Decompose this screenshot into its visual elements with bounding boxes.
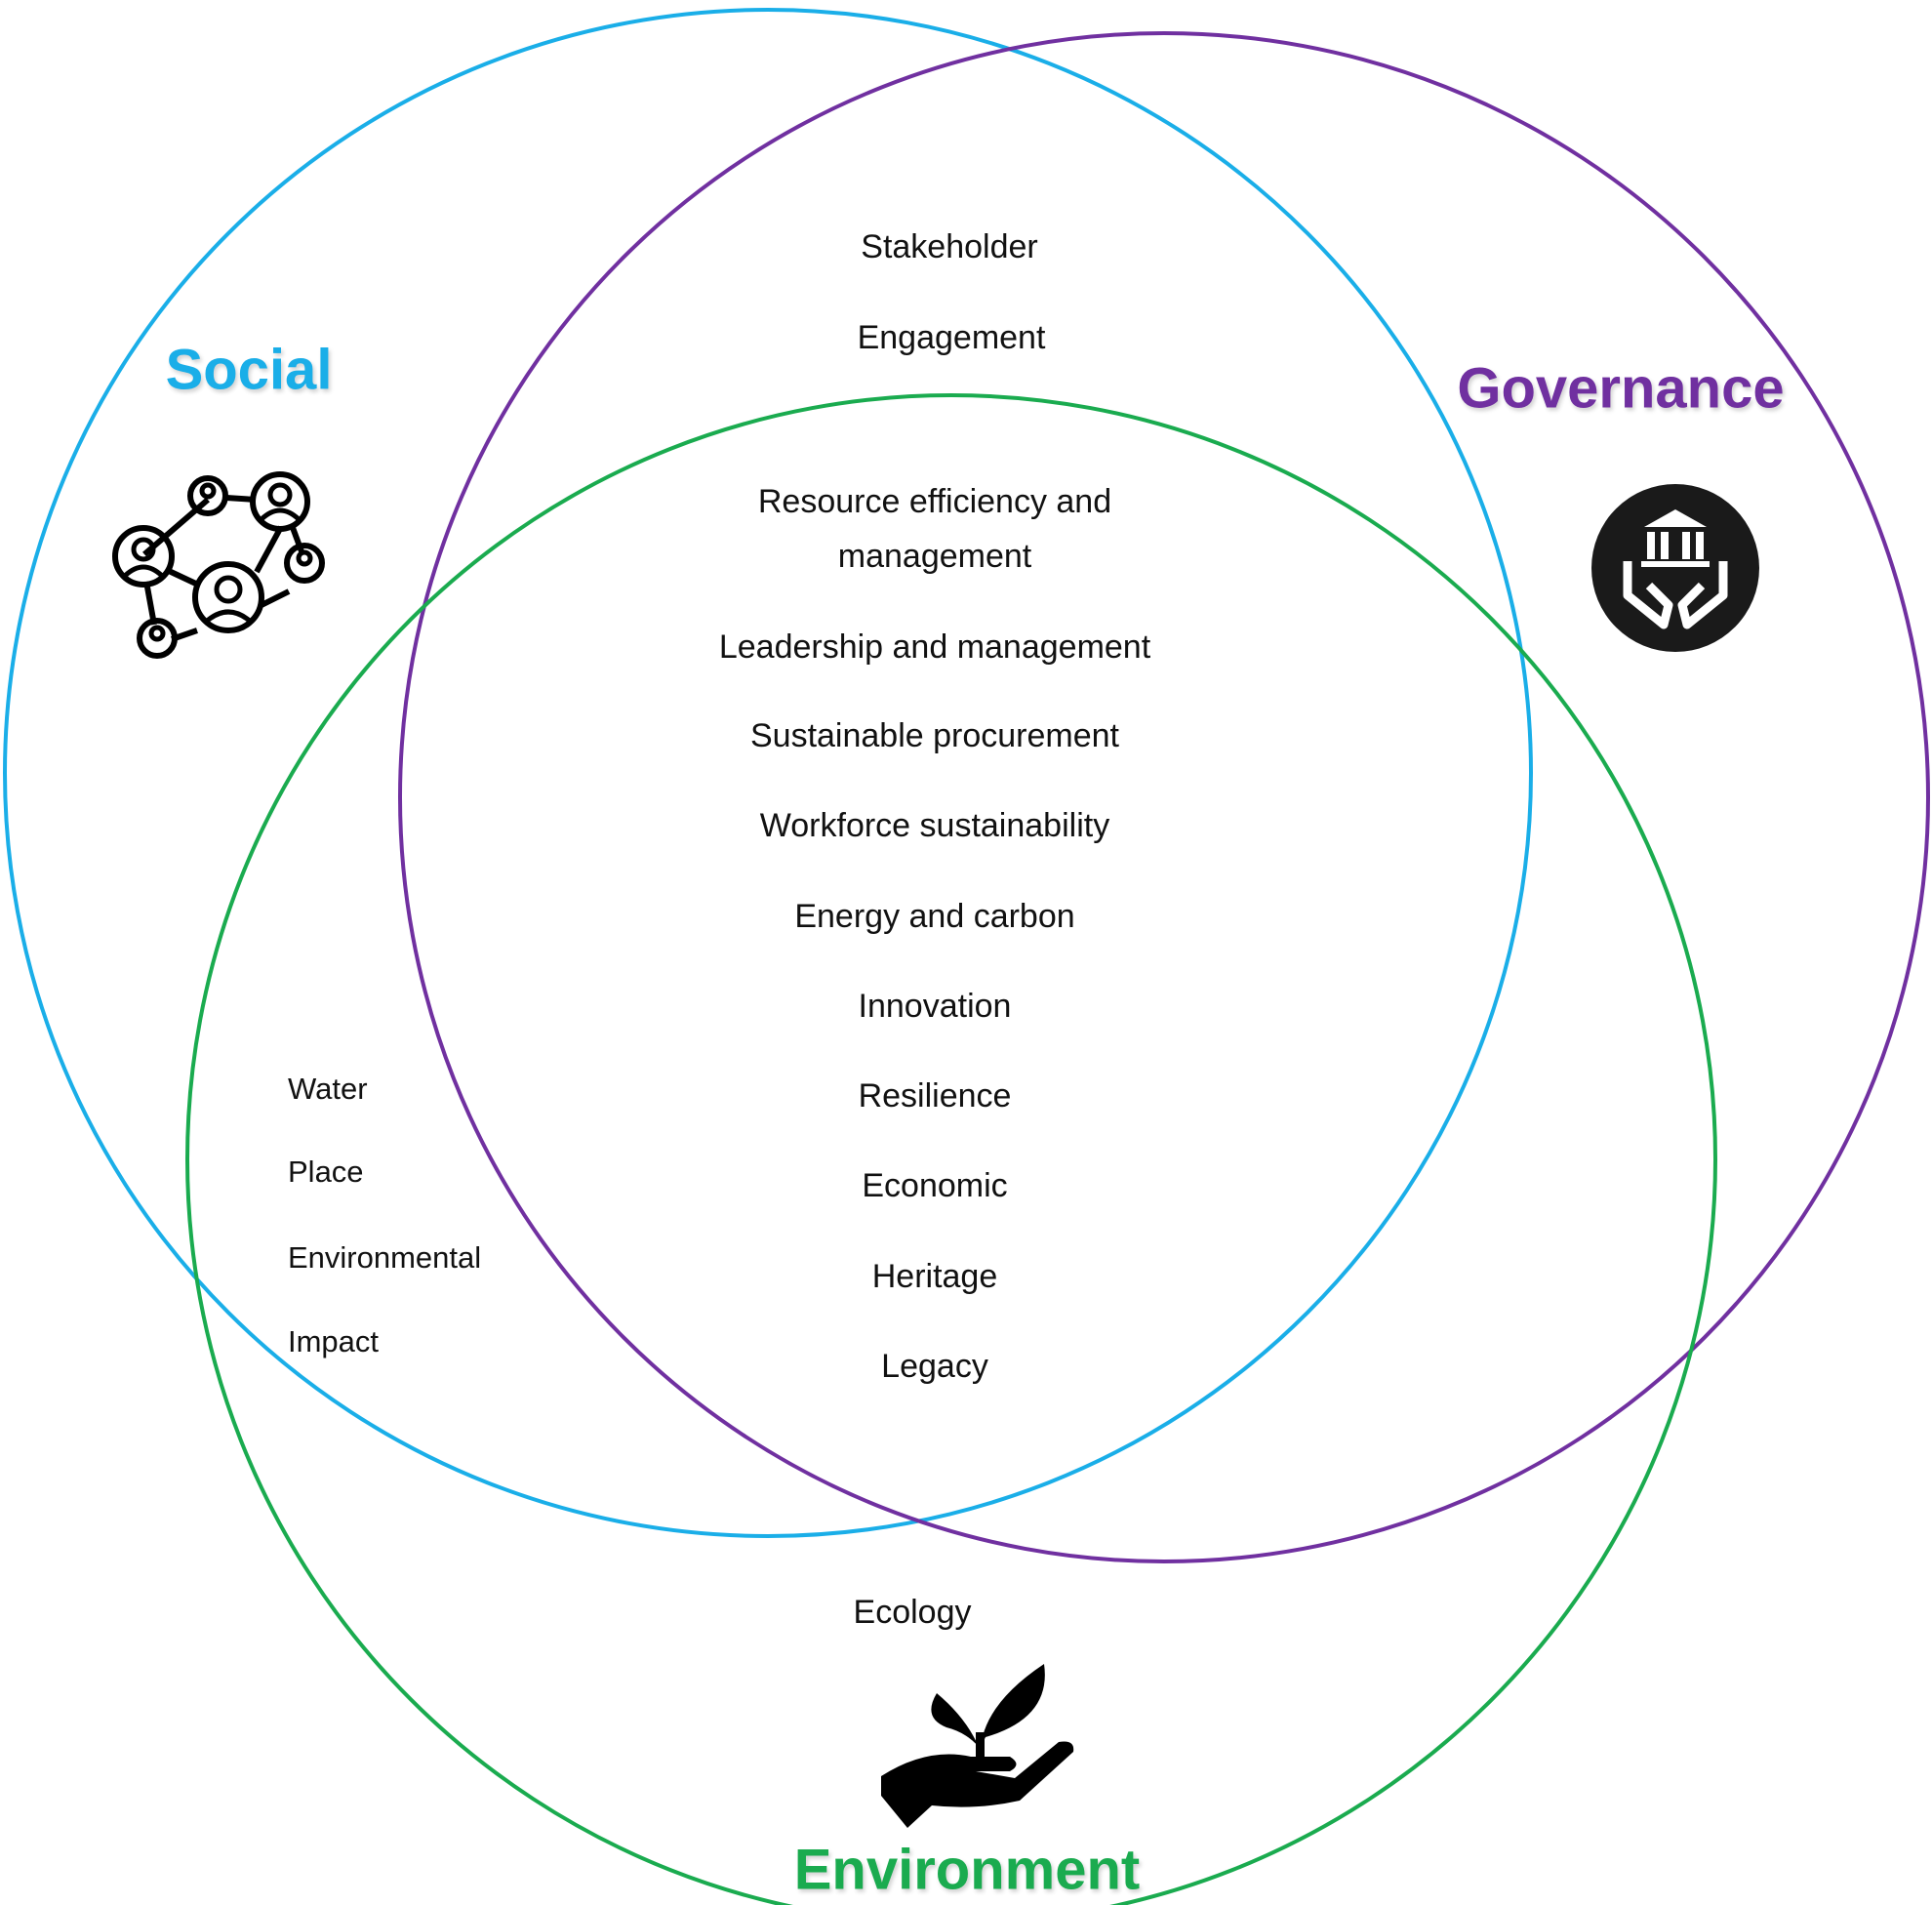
item-water: Water bbox=[288, 1072, 368, 1106]
institution-hands-icon bbox=[1591, 484, 1759, 652]
item-leadership: Leadership and management bbox=[718, 628, 1151, 666]
item-procurement: Sustainable procurement bbox=[749, 716, 1120, 754]
item-ecology: Ecology bbox=[853, 1593, 972, 1631]
environment-heading: Environment bbox=[793, 1838, 1141, 1902]
item-resource-efficiency: Resource efficiency and bbox=[757, 482, 1112, 520]
item-impact: Impact bbox=[288, 1324, 380, 1358]
item-engagement: Engagement bbox=[857, 318, 1046, 356]
environment-circle bbox=[185, 393, 1717, 1905]
item-legacy: Legacy bbox=[881, 1347, 988, 1385]
plant-in-hand-icon bbox=[881, 1664, 1074, 1828]
item-heritage: Heritage bbox=[871, 1257, 998, 1295]
social-heading: Social bbox=[165, 338, 333, 402]
item-energy-carbon: Energy and carbon bbox=[794, 897, 1075, 935]
item-workforce: Workforce sustainability bbox=[759, 806, 1110, 844]
item-place: Place bbox=[288, 1155, 364, 1189]
item-environmental: Environmental bbox=[288, 1240, 482, 1275]
item-economic: Economic bbox=[862, 1166, 1008, 1204]
item-resilience: Resilience bbox=[858, 1076, 1012, 1115]
governance-circle bbox=[398, 31, 1930, 1563]
item-stakeholder: Stakeholder bbox=[861, 227, 1038, 265]
people-network-figures bbox=[123, 482, 313, 642]
item-resource-efficiency-cont: management bbox=[837, 537, 1032, 575]
people-network-icon bbox=[112, 471, 325, 659]
social-circle bbox=[3, 8, 1533, 1538]
item-innovation: Innovation bbox=[858, 987, 1012, 1025]
governance-heading: Governance bbox=[1457, 356, 1785, 421]
